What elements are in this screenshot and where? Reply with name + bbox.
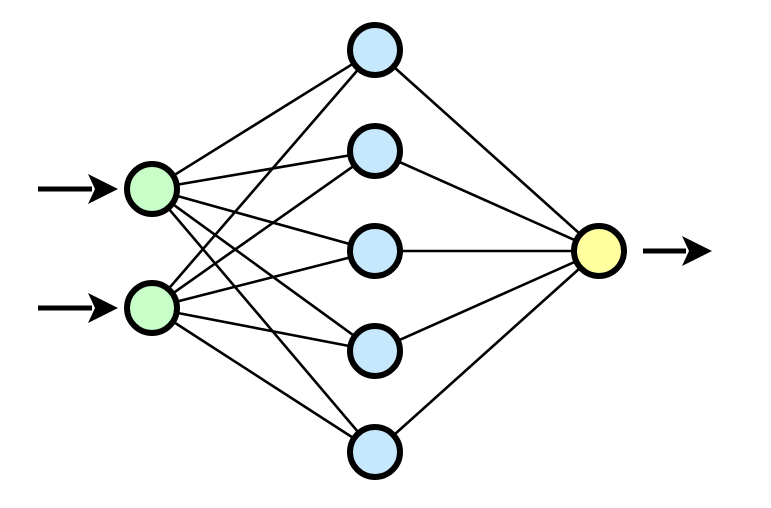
edge-i1-to-h4 (169, 201, 358, 339)
edge-i1-to-h1 (170, 60, 357, 179)
node-h2-hidden[interactable] (347, 123, 403, 179)
edge-i2-to-h5 (170, 319, 357, 441)
node-h3-hidden[interactable] (347, 223, 403, 279)
edges-group (165, 60, 584, 441)
input-arrow-in1 (38, 174, 118, 204)
output-arrow-out1 (643, 236, 712, 266)
io-arrows-group (38, 174, 712, 323)
edge-i1-to-h3 (172, 193, 355, 247)
edge-i2-to-h2 (169, 162, 358, 297)
node-i1-input[interactable] (124, 161, 180, 217)
node-i2-input[interactable] (124, 280, 180, 336)
edge-h4-to-o1 (394, 259, 580, 343)
node-h4-hidden[interactable] (347, 323, 403, 379)
arrow-head (88, 174, 118, 204)
edge-i2-to-h3 (172, 255, 355, 304)
edge-i1-to-h5 (165, 205, 362, 436)
edge-i1-to-h2 (173, 153, 354, 187)
edge-i2-to-h4 (173, 311, 354, 348)
node-h5-hidden[interactable] (347, 424, 403, 480)
input-arrow-in2 (38, 293, 118, 323)
edge-i2-to-h1 (165, 66, 362, 292)
edge-h5-to-o1 (390, 265, 584, 438)
edge-h2-to-o1 (394, 159, 580, 243)
nodes-group (124, 22, 627, 480)
arrow-head (88, 293, 118, 323)
node-h1-hidden[interactable] (347, 22, 403, 78)
edge-h1-to-o1 (390, 64, 584, 237)
node-o1-output[interactable] (571, 223, 627, 279)
arrow-head (682, 236, 712, 266)
